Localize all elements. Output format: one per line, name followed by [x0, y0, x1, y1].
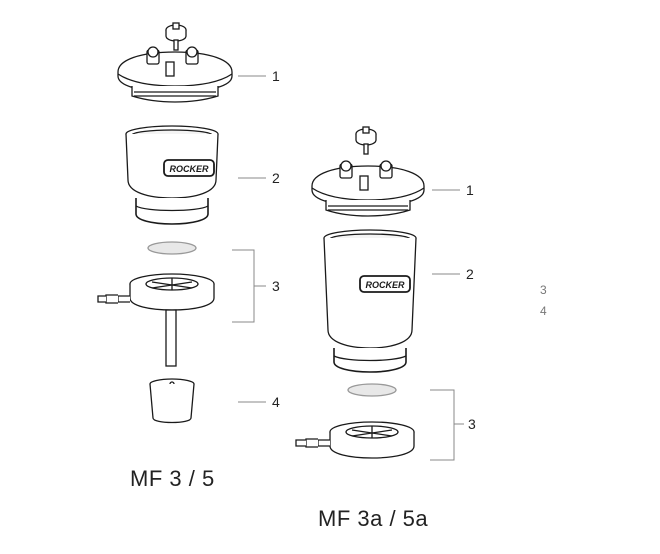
left-callout-3: 3	[272, 278, 280, 294]
left-cup-logo: ROCKER	[169, 164, 209, 174]
right-leader-lines	[430, 189, 464, 461]
floating-label-4: 4	[540, 304, 547, 318]
right-filter-holder-part	[295, 383, 415, 459]
left-stopper-part	[149, 378, 195, 424]
left-cup-part: ROCKER	[125, 125, 219, 225]
right-callout-2: 2	[466, 266, 474, 282]
right-cup-logo: ROCKER	[365, 280, 405, 290]
floating-label-3: 3	[540, 283, 547, 297]
left-callout-2: 2	[272, 170, 280, 186]
left-assembly-title: MF 3 / 5	[130, 466, 215, 491]
right-lid-part	[311, 126, 425, 217]
right-cup-part: ROCKER	[323, 229, 417, 373]
left-callout-1: 1	[272, 68, 280, 84]
right-callout-1: 1	[466, 182, 474, 198]
left-filter-holder-part	[97, 241, 215, 367]
left-leader-lines	[232, 75, 266, 403]
left-callout-4: 4	[272, 394, 280, 410]
left-lid-part	[117, 22, 233, 103]
right-callout-3: 3	[468, 416, 476, 432]
right-assembly-title: MF 3a / 5a	[318, 506, 429, 531]
